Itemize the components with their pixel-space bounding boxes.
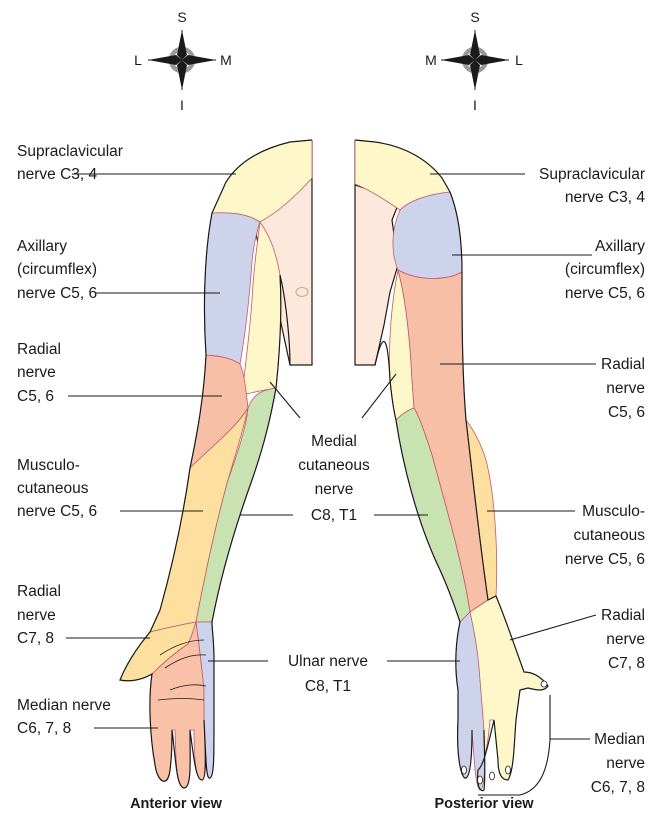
- label-ulnar-line2: C8, T1: [305, 678, 351, 695]
- label-supraclavicular-line1: Supraclavicular: [539, 166, 645, 183]
- label-radial-upper-line2: nerve: [606, 380, 645, 397]
- label-medial-cutaneous-line2: cutaneous: [298, 457, 370, 474]
- label-axillary-line2: (circumflex): [17, 261, 97, 278]
- fingernail: [462, 766, 467, 774]
- label-radial-lower-line3: C7, 8: [17, 630, 54, 647]
- fingernail: [506, 766, 511, 774]
- compass-posterior: S I M L: [425, 9, 523, 113]
- compass-arrow-up: [177, 30, 187, 60]
- label-radial-lower-line2: nerve: [606, 631, 645, 648]
- anterior-arm: [120, 140, 312, 788]
- compass-arrow-left: [148, 55, 182, 65]
- label-medial-cutaneous-line1: Medial: [311, 433, 357, 450]
- labels-anterior: Supraclavicular nerve C3, 4 Axillary (ci…: [17, 143, 123, 737]
- compass-left-letter: M: [425, 52, 437, 68]
- compass-left-letter: L: [134, 52, 142, 68]
- compass-anterior: S I L M: [134, 9, 232, 113]
- compass-right-letter: L: [515, 52, 523, 68]
- label-radial-lower-line1: Radial: [601, 607, 645, 624]
- compass-arrow-right: [475, 55, 509, 65]
- fingernail: [478, 776, 483, 784]
- labels-center: Medial cutaneous nerve C8, T1 Ulnar nerv…: [288, 433, 370, 695]
- label-medial-cutaneous-line3: nerve: [315, 481, 354, 498]
- anterior-view-title: Anterior view: [130, 796, 223, 812]
- compass-arrow-down: [470, 60, 480, 90]
- label-axillary-line1: Axillary: [595, 238, 645, 255]
- label-axillary-line1: Axillary: [17, 238, 67, 255]
- posterior-view-title: Posterior view: [434, 796, 534, 812]
- label-radial-upper-line3: C5, 6: [17, 388, 54, 405]
- label-musculocutaneous-line1: Musculo-: [582, 503, 645, 520]
- leader-medial-cutaneous-c: [362, 374, 396, 418]
- compass-bottom-letter: I: [473, 97, 477, 113]
- label-radial-upper-line1: Radial: [17, 341, 61, 358]
- compass-arrow-right: [182, 55, 216, 65]
- label-axillary-line2: (circumflex): [565, 261, 645, 278]
- label-musculocutaneous-line3: nerve C5, 6: [17, 503, 97, 520]
- compass-top-letter: S: [470, 9, 479, 25]
- label-median-line2: C6, 7, 8: [17, 720, 71, 737]
- label-musculocutaneous-line1: Musculo-: [17, 457, 80, 474]
- label-medial-cutaneous-line4: C8, T1: [311, 507, 357, 524]
- label-ulnar-line1: Ulnar nerve: [288, 653, 368, 670]
- fingernail: [490, 772, 495, 780]
- compass-arrow-left: [441, 55, 475, 65]
- compass-top-letter: S: [177, 9, 186, 25]
- posterior-arm: [355, 140, 550, 795]
- label-radial-lower-line2: nerve: [17, 607, 56, 624]
- label-musculocutaneous-line3: nerve C5, 6: [565, 551, 645, 568]
- label-supraclavicular-line2: nerve C3, 4: [17, 166, 98, 183]
- label-supraclavicular-line1: Supraclavicular: [17, 143, 123, 160]
- compass-arrow-up: [470, 30, 480, 60]
- compass-arrow-down: [177, 60, 187, 90]
- leader-radial-lower-posterior: [510, 615, 596, 640]
- label-radial-lower-line1: Radial: [17, 583, 61, 600]
- leader-medial-cutaneous-a: [270, 382, 300, 418]
- label-musculocutaneous-line2: cutaneous: [573, 527, 645, 544]
- label-radial-lower-line3: C7, 8: [608, 655, 645, 672]
- label-median-line2: nerve: [606, 755, 645, 772]
- labels-posterior: Supraclavicular nerve C3, 4 Axillary (ci…: [539, 166, 645, 796]
- label-supraclavicular-line2: nerve C3, 4: [565, 189, 646, 206]
- compass-right-letter: M: [220, 52, 232, 68]
- fingernail: [541, 681, 547, 687]
- label-median-line1: Median: [594, 731, 645, 748]
- compass-bottom-letter: I: [180, 97, 184, 113]
- label-axillary-line3: nerve C5, 6: [565, 285, 645, 302]
- label-musculocutaneous-line2: cutaneous: [17, 480, 89, 497]
- label-median-line3: C6, 7, 8: [591, 779, 645, 796]
- label-radial-upper-line1: Radial: [601, 356, 645, 373]
- label-axillary-line3: nerve C5, 6: [17, 285, 97, 302]
- label-radial-upper-line2: nerve: [17, 364, 56, 381]
- label-median-line1: Median nerve: [17, 697, 111, 714]
- label-radial-upper-line3: C5, 6: [608, 404, 645, 421]
